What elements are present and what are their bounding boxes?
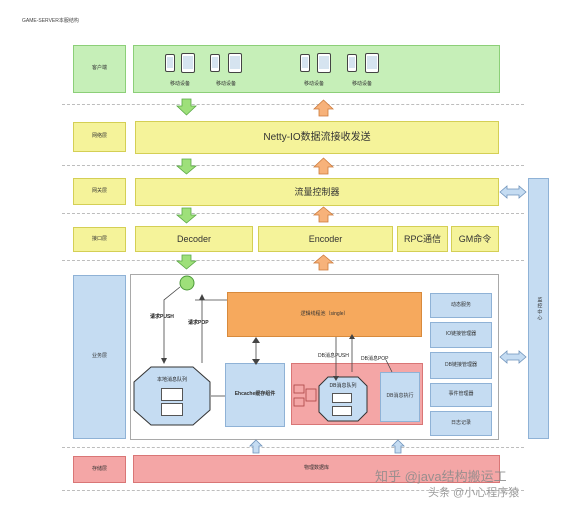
down-arrow-icon: [175, 98, 198, 270]
service-box-event: 事件管理器: [430, 383, 492, 407]
phone-icon: [347, 54, 357, 72]
storage-up-arrow-icon: [249, 439, 405, 454]
db-pop-label: DB消息POP: [361, 356, 389, 362]
db-exec-box: DB消息执行: [380, 372, 420, 422]
service-box-db-link: DB链接管理器: [430, 352, 492, 379]
tablet-icon: [228, 53, 242, 73]
rpc-box: RPC通信: [397, 226, 448, 252]
entry-circle-icon: [179, 275, 195, 291]
monitor-center-label: 监控中心: [536, 296, 543, 321]
db-queue: DB消息队列: [318, 376, 368, 422]
arrow-head-icon: [161, 294, 355, 381]
layer-label-client: 客户端: [73, 45, 126, 93]
message-envelope-icon: [161, 388, 183, 401]
layer-label-business: 业务层: [73, 275, 126, 439]
message-envelope-icon: [161, 403, 183, 416]
layer-label-interface: 接口层: [73, 227, 126, 252]
decoder-box: Decoder: [135, 226, 253, 252]
local-queue: 本地消息队列: [133, 366, 211, 426]
separator-line: [62, 104, 524, 105]
phone-icon: [300, 54, 310, 72]
separator-line: [62, 213, 524, 214]
message-envelope-icon: [332, 393, 352, 403]
tablet-icon: [317, 53, 331, 73]
separator-line: [62, 490, 524, 491]
db-push-label: DB消息PUSH: [318, 353, 349, 359]
up-arrow-icon: [312, 99, 335, 271]
phone-icon: [165, 54, 175, 72]
phone-icon: [210, 54, 220, 72]
service-box-io-link: IO链接管理器: [430, 322, 492, 348]
monitor-center-box: 监控中心: [528, 178, 549, 439]
db-queue-label: DB消息队列: [329, 383, 357, 389]
message-envelope-icon: [332, 406, 352, 416]
layer-label-gateway: 网关层: [73, 178, 126, 205]
separator-line: [62, 165, 524, 166]
double-arrow-icon: [499, 185, 527, 364]
tablet-icon: [365, 53, 379, 73]
service-box-dynamic: 动态服务: [430, 293, 492, 318]
device-label: 移动设备: [170, 81, 191, 87]
logic-thread-pool-box: 逻辑线程池（single）: [227, 292, 422, 337]
db-connector-icon: [293, 384, 317, 407]
page-title: GAME-SERVER本服结构: [22, 18, 79, 24]
separator-line: [62, 447, 524, 448]
watermark-line2: 头条 @小心程序猿: [428, 487, 520, 499]
device-label: 移动设备: [352, 81, 373, 87]
flow-controller-box: 流量控制器: [135, 178, 499, 206]
service-box-log: 日志记录: [430, 411, 492, 436]
separator-line: [62, 260, 524, 261]
layer-label-storage: 存储层: [73, 456, 126, 483]
physical-database-box: 物理数据库: [133, 455, 500, 483]
client-panel: 移动设备 移动设备 移动设备 移动设备: [133, 45, 500, 93]
device-label: 移动设备: [304, 81, 325, 87]
local-queue-label: 本地消息队列: [156, 377, 187, 383]
tablet-icon: [181, 53, 195, 73]
push-label: 请求PUSH: [150, 314, 174, 320]
watermark-line1: 知乎 @java结构搬运工: [375, 469, 507, 484]
ehcache-box: Ehcache缓存组件: [225, 363, 285, 427]
pop-label: 请求POP: [188, 320, 209, 326]
gm-command-box: GM命令: [451, 226, 499, 252]
netty-io-box: Netty-IO数据流接收发送: [135, 121, 499, 154]
device-label: 移动设备: [216, 81, 237, 87]
layer-label-network: 网络层: [73, 122, 126, 152]
encoder-box: Encoder: [258, 226, 393, 252]
